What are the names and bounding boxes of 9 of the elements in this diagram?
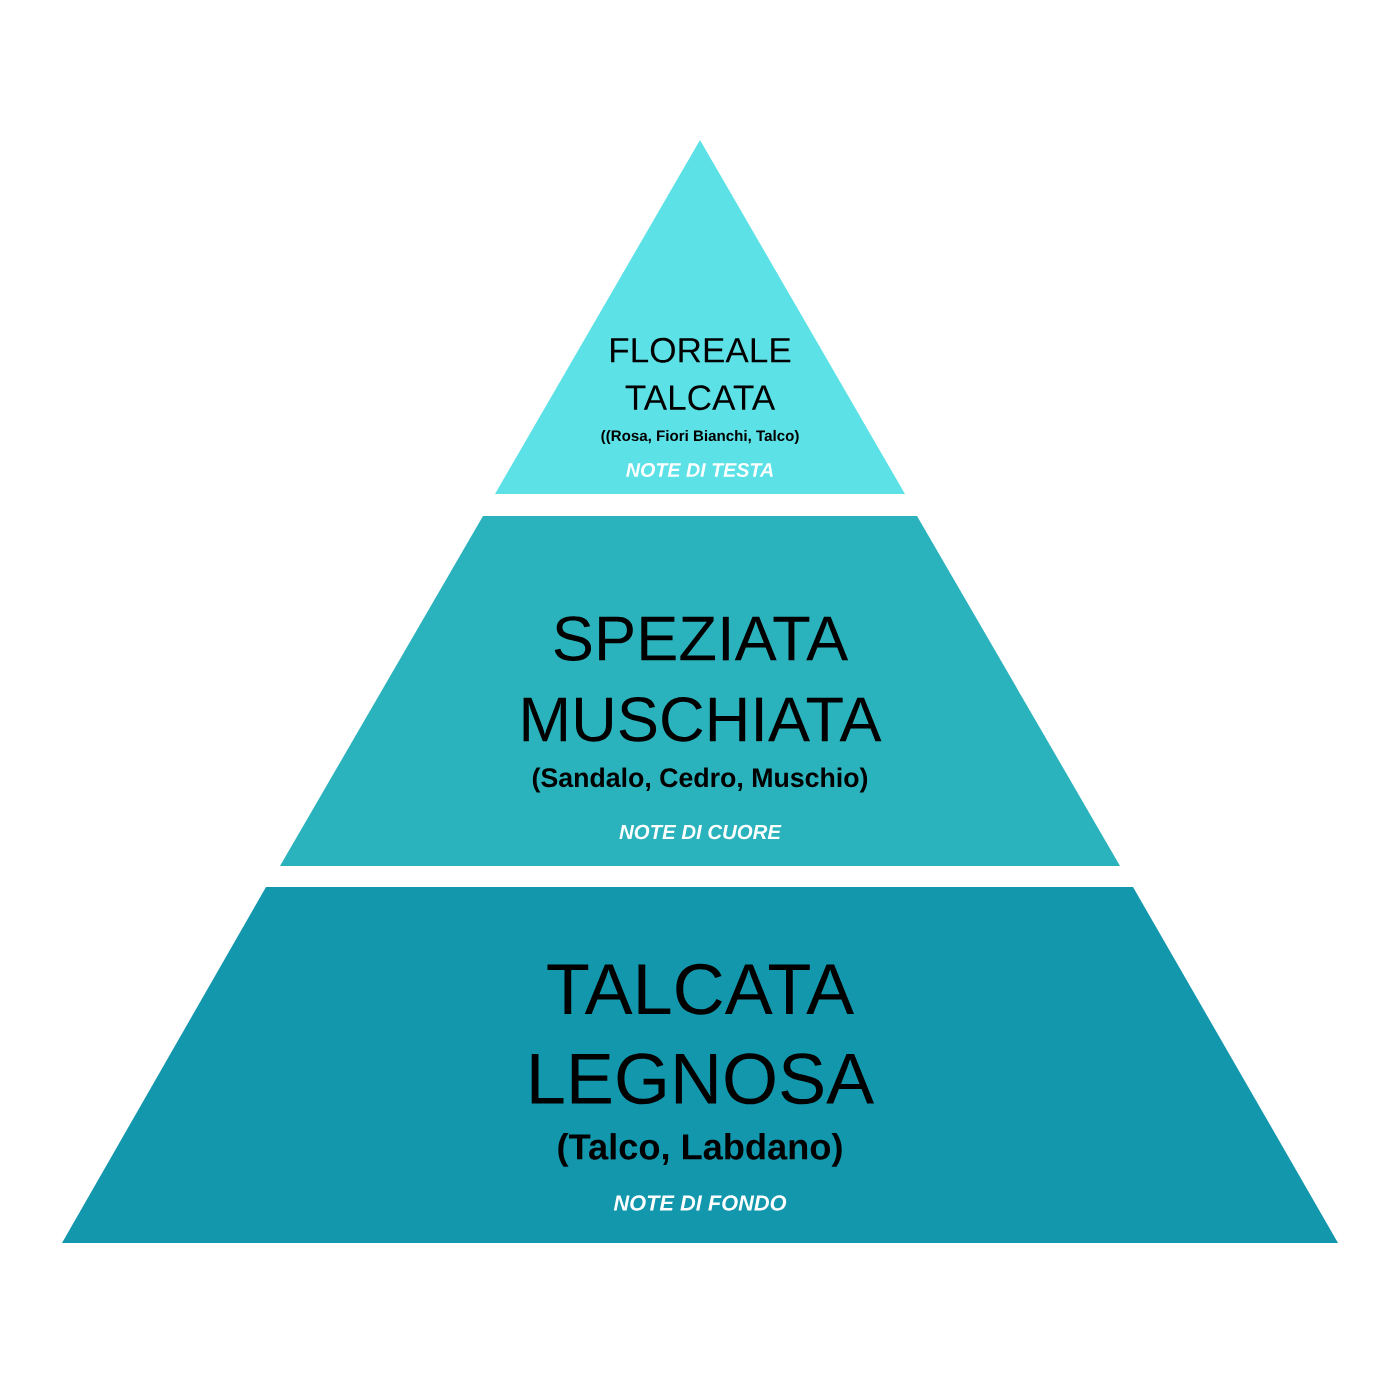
tier-title: FLOREALE TALCATA — [611, 337, 791, 411]
ingredient-list: (Sandalo, Cedro, Muschio) — [532, 767, 868, 793]
ingredient-list: (Talco, Labdano) — [558, 1133, 842, 1167]
tier-label: NOTE DI TESTA — [626, 463, 773, 477]
tier-label: NOTE DI CUORE — [619, 824, 782, 840]
tier-label: NOTE DI FONDO — [613, 1195, 787, 1211]
ingredient-list: ((Rosa, Fiori Bianchi, Talco) — [601, 429, 799, 445]
tier-title: SPEZIATA MUSCHIATA — [523, 616, 882, 742]
tier-title: TALCATA LEGNOSA — [531, 963, 875, 1105]
